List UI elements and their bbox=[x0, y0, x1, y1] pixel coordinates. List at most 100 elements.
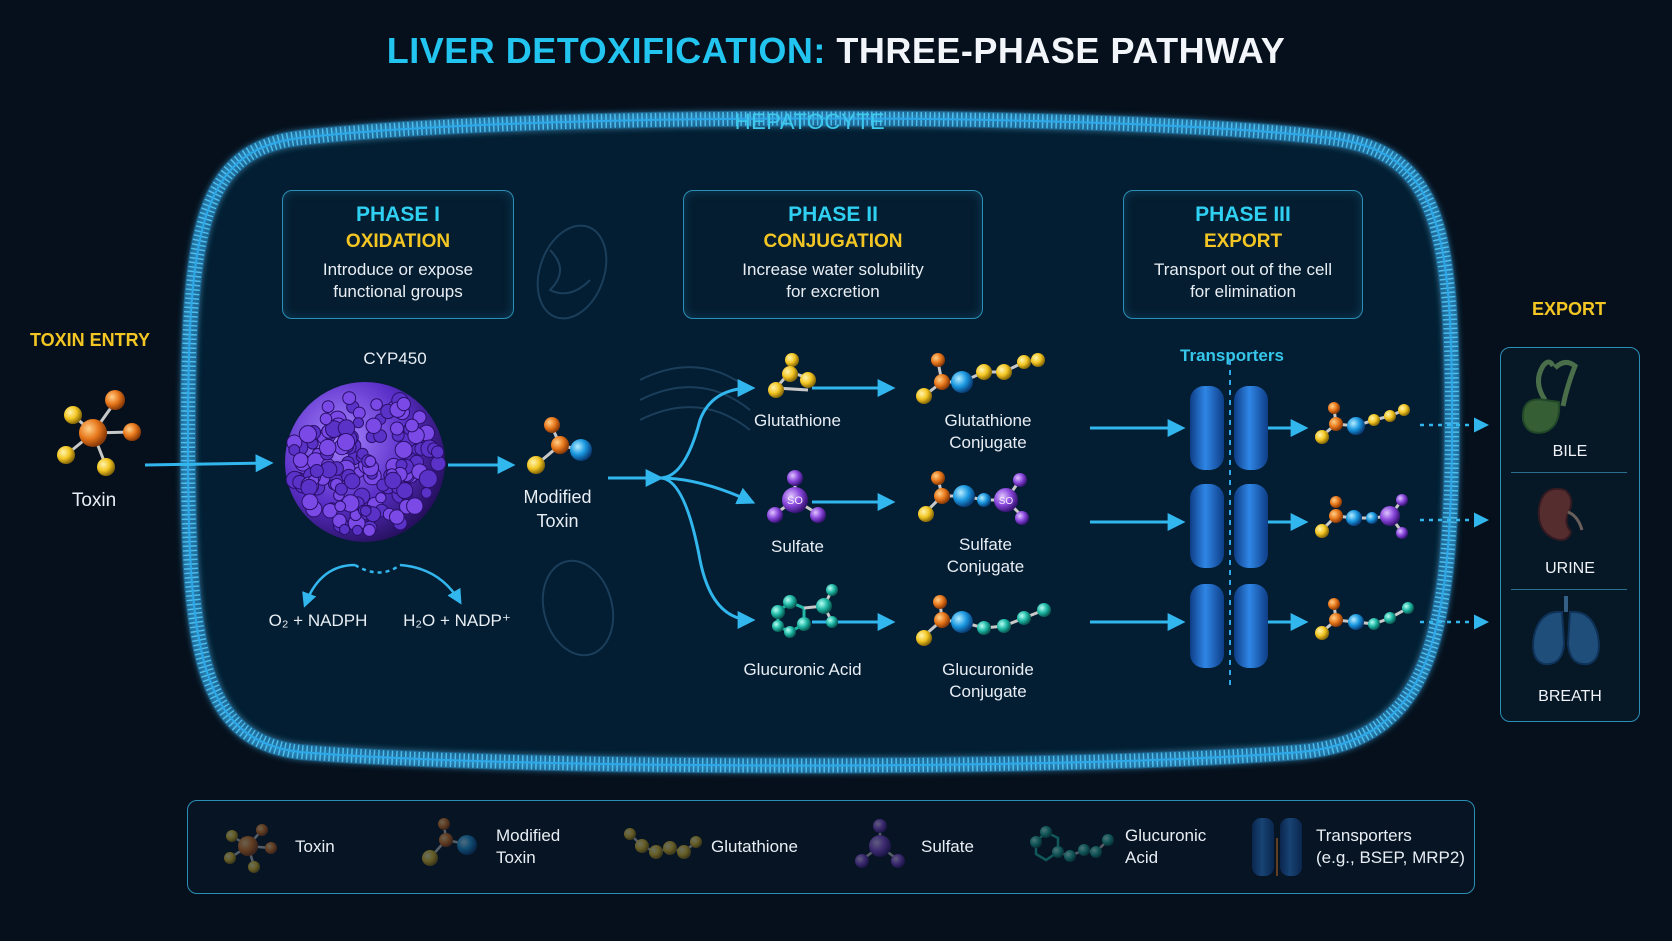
export-route-breath: BREATH bbox=[1538, 688, 1602, 705]
transporter-2 bbox=[1190, 484, 1268, 568]
export-dotted-arrows bbox=[1420, 417, 1489, 630]
export-heading: EXPORT bbox=[1531, 299, 1606, 319]
export-routes-box: BILE URINE BREATH bbox=[1500, 347, 1640, 722]
cofactor-output-label: H₂O + NADP⁺ bbox=[403, 611, 511, 630]
legend-glucuronic-acid-line-2: Acid bbox=[1125, 848, 1159, 867]
sulfate-conjugate-symbol: SO bbox=[999, 496, 1014, 507]
export-route-bile: BILE bbox=[1552, 443, 1588, 460]
title-part-1: LIVER DETOXIFICATION: bbox=[386, 30, 826, 71]
legend-toxin-line-1: Toxin bbox=[295, 837, 335, 856]
legend-modified-toxin-line-2: Toxin bbox=[496, 848, 536, 867]
modified-toxin-label: Modified Toxin bbox=[505, 485, 610, 533]
enzyme-bead bbox=[396, 397, 411, 412]
phase-1-title: PHASE I bbox=[355, 203, 441, 226]
legend-glucuronic-acid-label: Glucuronic Acid bbox=[1125, 825, 1206, 869]
legend-toxin-label: Toxin bbox=[295, 836, 335, 858]
toxin-molecule bbox=[57, 390, 141, 476]
enzyme-bead bbox=[342, 391, 357, 406]
diagram-title: LIVER DETOXIFICATION: THREE-PHASE PATHWA… bbox=[0, 30, 1672, 72]
hepatocyte-label: HEPATOCYTE bbox=[734, 109, 886, 134]
legend-box: Toxin Modified Toxin Glutathione Sulfate… bbox=[187, 800, 1475, 894]
glucuronide-conjugate-line-2: Conjugate bbox=[949, 682, 1027, 701]
enzyme-bead bbox=[418, 469, 438, 489]
enzyme-bead bbox=[362, 523, 376, 537]
modified-toxin-molecule bbox=[527, 417, 592, 474]
enzyme-bead bbox=[319, 438, 337, 457]
legend-sulfate-label: Sulfate bbox=[921, 836, 974, 858]
glucuronic-acid-molecule bbox=[771, 584, 838, 638]
toxin-entry-heading: TOXIN ENTRY bbox=[30, 330, 151, 350]
enzyme-bead bbox=[405, 418, 419, 433]
flow-arrows bbox=[144, 379, 1309, 631]
enzyme-bead bbox=[339, 523, 351, 536]
enzyme-bead bbox=[359, 505, 372, 517]
exported-sulfate-conjugate bbox=[1315, 494, 1408, 539]
enzyme-bead bbox=[336, 433, 356, 452]
transporter-3 bbox=[1190, 584, 1268, 668]
enzyme-bead bbox=[300, 478, 318, 497]
export-divider-1 bbox=[1511, 472, 1627, 473]
phase-2-name: CONJUGATION bbox=[763, 231, 903, 252]
enzyme-bead bbox=[364, 455, 377, 468]
enzyme-bead bbox=[351, 524, 363, 536]
sulfate-conjugate-line-2: Conjugate bbox=[946, 557, 1025, 576]
modified-toxin-label-line-2: Toxin bbox=[536, 511, 579, 531]
enzyme-bead bbox=[319, 412, 333, 426]
export-divider-2 bbox=[1511, 589, 1627, 590]
legend-modified-toxin-label: Modified Toxin bbox=[496, 825, 560, 869]
legend-glucuronic-acid-line-1: Glucuronic bbox=[1125, 826, 1207, 845]
phase-3-title: PHASE III bbox=[1195, 203, 1291, 226]
enzyme-bead bbox=[352, 406, 366, 420]
enzyme-bead bbox=[334, 482, 348, 496]
glutathione-molecule bbox=[768, 353, 816, 398]
enzyme-bead bbox=[390, 421, 404, 436]
phase-3-desc-line-2: for elimination bbox=[1190, 282, 1296, 301]
enzyme-bead bbox=[321, 400, 335, 414]
glutathione-conjugate-molecule bbox=[916, 353, 1045, 404]
glucuronide-conjugate-molecule bbox=[916, 595, 1051, 646]
toxin-label: Toxin bbox=[71, 490, 117, 511]
phase-1-desc: Introduce or expose functional groups bbox=[283, 259, 513, 303]
sulfate-conjugate-molecule: SO bbox=[918, 471, 1029, 525]
enzyme-bead bbox=[396, 482, 414, 500]
modified-toxin-label-line-1: Modified bbox=[523, 487, 592, 507]
enzyme-bead bbox=[420, 487, 433, 499]
enzyme-bead bbox=[365, 417, 382, 434]
enzyme-bead bbox=[431, 445, 445, 459]
exported-glutathione-conjugate bbox=[1315, 402, 1410, 444]
phase-3-box: PHASE III EXPORT Transport out of the ce… bbox=[1123, 190, 1363, 319]
transporter-1 bbox=[1190, 386, 1268, 470]
enzyme-bead bbox=[301, 493, 319, 511]
enzyme-bead bbox=[384, 471, 402, 490]
glutathione-label: Glutathione bbox=[754, 411, 841, 430]
legend-glutathione-label: Glutathione bbox=[711, 836, 798, 858]
glucuronide-conjugate-label: Glucuronide Conjugate bbox=[918, 659, 1058, 703]
legend-modified-toxin-line-1: Modified bbox=[496, 826, 561, 845]
phase-3-desc-line-1: Transport out of the cell bbox=[1154, 260, 1332, 279]
enzyme-bead bbox=[344, 473, 361, 490]
phase-1-desc-line-1: Introduce or expose bbox=[322, 260, 474, 279]
cofactor-input-label: O₂ + NADPH bbox=[268, 611, 368, 630]
export-route-urine: URINE bbox=[1545, 560, 1595, 577]
phase-2-box: PHASE II CONJUGATION Increase water solu… bbox=[683, 190, 983, 319]
sulfate-label: Sulfate bbox=[771, 537, 824, 556]
enzyme-bead bbox=[288, 444, 301, 456]
enzyme-bead bbox=[292, 452, 309, 468]
legend-transporters-line-1: Transporters bbox=[1316, 826, 1412, 845]
phase-1-desc-line-2: functional groups bbox=[333, 282, 463, 301]
enzyme-bead bbox=[406, 497, 424, 515]
phase-3-name: EXPORT bbox=[1203, 231, 1283, 252]
enzyme-bead bbox=[375, 492, 387, 504]
legend-sulfate-line-1: Sulfate bbox=[921, 837, 974, 856]
sulfate-molecule: SO bbox=[767, 470, 826, 523]
phase-2-desc-line-1: Increase water solubility bbox=[742, 260, 924, 279]
enzyme-bead bbox=[370, 398, 383, 411]
transporter-proteins bbox=[1190, 360, 1268, 690]
cyp450-label: CYP450 bbox=[363, 349, 427, 368]
enzyme-bead bbox=[389, 509, 405, 525]
phase-1-name: OXIDATION bbox=[345, 231, 451, 252]
sulfate-symbol: SO bbox=[787, 495, 803, 507]
cyp450-enzyme bbox=[285, 382, 447, 542]
enzyme-bead bbox=[298, 425, 317, 444]
